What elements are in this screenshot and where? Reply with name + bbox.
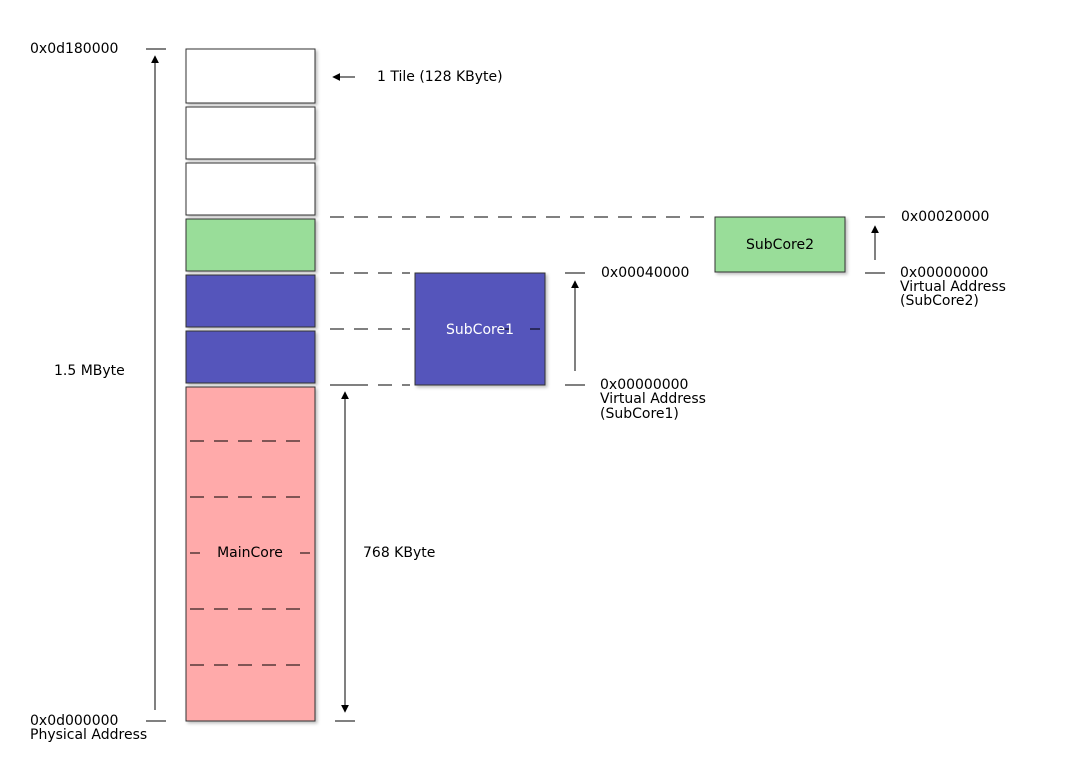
subcore1-tile-2 bbox=[185, 330, 316, 384]
subcore1-top-address: 0x00040000 bbox=[601, 265, 689, 281]
subcore2-block bbox=[714, 216, 846, 273]
physical-address-caption: Physical Address bbox=[30, 727, 147, 743]
maincore-label: MainCore bbox=[217, 545, 283, 561]
subcore1-block bbox=[414, 272, 546, 386]
tile-note-label: 1 Tile (128 KByte) bbox=[377, 69, 503, 85]
maincore-size-label: 768 KByte bbox=[363, 545, 435, 561]
subcore2-top-address: 0x00020000 bbox=[901, 209, 989, 225]
total-size-label: 1.5 MByte bbox=[54, 363, 125, 379]
subcore2-caption-line1: Virtual Address bbox=[900, 279, 1006, 295]
subcore1-caption-line2: (SubCore1) bbox=[600, 406, 679, 422]
subcore1-bottom-address: 0x00000000 bbox=[600, 377, 688, 393]
subcore2-label: SubCore2 bbox=[746, 237, 814, 253]
subcore2-tile bbox=[185, 218, 316, 272]
top-address-label: 0x0d180000 bbox=[30, 41, 118, 57]
subcore1-tile-1 bbox=[185, 274, 316, 328]
subcore1-caption-line1: Virtual Address bbox=[600, 391, 706, 407]
subcore2-caption-line2: (SubCore2) bbox=[900, 293, 979, 309]
subcore2-bottom-address: 0x00000000 bbox=[900, 265, 988, 281]
bottom-address-label: 0x0d000000 bbox=[30, 713, 118, 729]
empty-tile-1 bbox=[185, 48, 316, 104]
empty-tile-2 bbox=[185, 106, 316, 160]
subcore1-label: SubCore1 bbox=[446, 322, 514, 338]
empty-tile-3 bbox=[185, 162, 316, 216]
